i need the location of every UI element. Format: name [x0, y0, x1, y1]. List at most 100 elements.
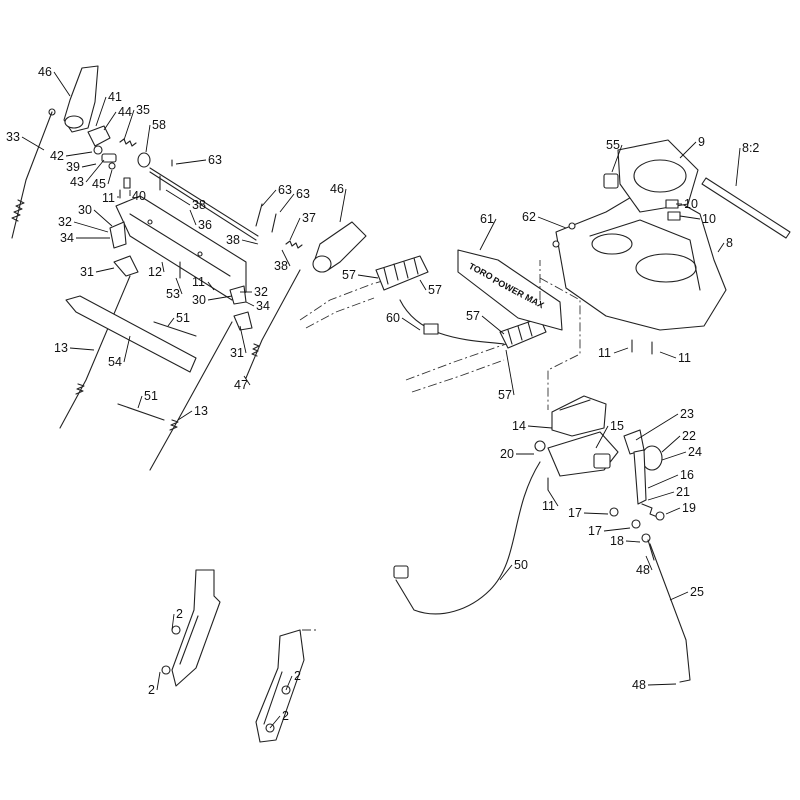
- callout-label-47: 47: [234, 378, 248, 392]
- callout-label-32: 32: [58, 215, 72, 229]
- callout-leader-2: [269, 715, 281, 729]
- callout-label-48: 48: [632, 678, 646, 692]
- callout-label-11: 11: [678, 351, 691, 365]
- callout-leader-45: [107, 169, 113, 185]
- callout-label-43: 43: [70, 175, 84, 189]
- callout-leader-42: [65, 151, 93, 157]
- callout-leader-57: [481, 315, 505, 335]
- callout-leader-14: [527, 425, 553, 429]
- callout-label-2: 2: [176, 607, 183, 621]
- callout-label-31: 31: [230, 346, 244, 360]
- callout-leader-19: [665, 507, 681, 515]
- callout-label-42: 42: [50, 149, 64, 163]
- callout-label-19: 19: [682, 501, 696, 515]
- callout-leader-51: [137, 395, 143, 409]
- callout-leader-48: [645, 555, 653, 571]
- callout-leader-57: [357, 274, 379, 279]
- callout-leader-57: [419, 279, 427, 291]
- callout-leader-23: [635, 413, 679, 441]
- callout-label-2: 2: [148, 683, 155, 697]
- callout-label-63: 63: [296, 187, 310, 201]
- callout-label-63: 63: [278, 183, 292, 197]
- callout-label-63: 63: [208, 153, 222, 167]
- callout-label-62: 62: [522, 210, 536, 224]
- callout-label-61: 61: [480, 212, 494, 226]
- callout-label-11: 11: [542, 499, 555, 513]
- callout-leader-13: [69, 347, 95, 351]
- callout-label-14: 14: [512, 419, 526, 433]
- callout-label-38: 38: [226, 233, 240, 247]
- callout-leader-48: [647, 683, 677, 686]
- callout-label-45: 45: [92, 177, 106, 191]
- callout-leader-63: [279, 193, 295, 213]
- callout-leader-13: [177, 410, 193, 421]
- callout-label-57: 57: [342, 268, 356, 282]
- lower-handle-assembly: [161, 569, 318, 743]
- callout-leader-38: [281, 249, 291, 267]
- callout-leader-43: [85, 159, 105, 183]
- callout-leader-35: [123, 109, 135, 141]
- callout-leader-57: [505, 349, 515, 396]
- callout-leader-24: [661, 451, 687, 461]
- callout-label-12: 12: [148, 265, 162, 279]
- callout-label-16: 16: [680, 468, 694, 482]
- callout-label-53: 53: [166, 287, 180, 301]
- callout-leader-61: [479, 218, 497, 251]
- callout-leader-11: [659, 351, 677, 359]
- callout-leader-22: [661, 435, 681, 453]
- callout-leader-31: [239, 325, 247, 354]
- callout-label-46: 46: [38, 65, 52, 79]
- callout-leader-46: [339, 188, 347, 223]
- callout-label-17: 17: [568, 506, 582, 520]
- callout-leader-46: [53, 71, 71, 97]
- callout-leader-15: [595, 425, 609, 449]
- chute-control-assembly: [393, 395, 691, 683]
- callout-label-2: 2: [294, 669, 301, 683]
- callout-label-57: 57: [428, 283, 442, 297]
- callout-label-46: 46: [330, 182, 344, 196]
- callout-label-57: 57: [498, 388, 512, 402]
- callout-label-55: 55: [606, 138, 620, 152]
- callout-leader-31: [95, 267, 115, 273]
- callout-label-11: 11: [192, 275, 205, 289]
- callout-label-41: 41: [108, 90, 122, 104]
- callout-leader-54: [123, 335, 131, 363]
- callout-leader-21: [647, 491, 675, 501]
- upper-handle-assembly: [11, 65, 367, 471]
- callout-label-33: 33: [6, 130, 20, 144]
- callout-leader-12: [161, 261, 165, 273]
- callout-leader-62: [537, 216, 567, 229]
- callout-label-44: 44: [118, 105, 132, 119]
- callout-label-21: 21: [676, 485, 690, 499]
- callout-leader-44: [103, 111, 117, 131]
- callout-leader-30: [207, 295, 233, 301]
- callout-leader-47: [243, 375, 251, 386]
- callout-label-40: 40: [132, 189, 146, 203]
- callout-label-10: 10: [684, 197, 698, 211]
- callout-label-35: 35: [136, 103, 150, 117]
- callout-label-48: 48: [636, 563, 650, 577]
- callout-label-36: 36: [198, 218, 212, 232]
- callout-label-25: 25: [690, 585, 704, 599]
- callout-label-34: 34: [256, 299, 270, 313]
- callout-label-31: 31: [80, 265, 94, 279]
- callout-leader-8:2: [735, 147, 741, 187]
- callout-leader-2: [171, 613, 175, 631]
- callout-label-2: 2: [282, 709, 289, 723]
- callout-leader-2: [156, 671, 161, 691]
- callout-leader-10: [679, 215, 701, 220]
- callout-leader-32: [73, 221, 109, 233]
- callout-leader-55: [611, 144, 623, 173]
- callout-leader-16: [647, 474, 679, 489]
- callout-leader-11: [547, 489, 559, 507]
- callout-leader-9: [679, 141, 697, 159]
- callout-label-15: 15: [610, 419, 624, 433]
- callout-label-37: 37: [302, 211, 316, 225]
- callout-label-30: 30: [78, 203, 92, 217]
- callout-label-23: 23: [680, 407, 694, 421]
- callout-leader-25: [669, 591, 689, 601]
- callout-label-38: 38: [274, 259, 288, 273]
